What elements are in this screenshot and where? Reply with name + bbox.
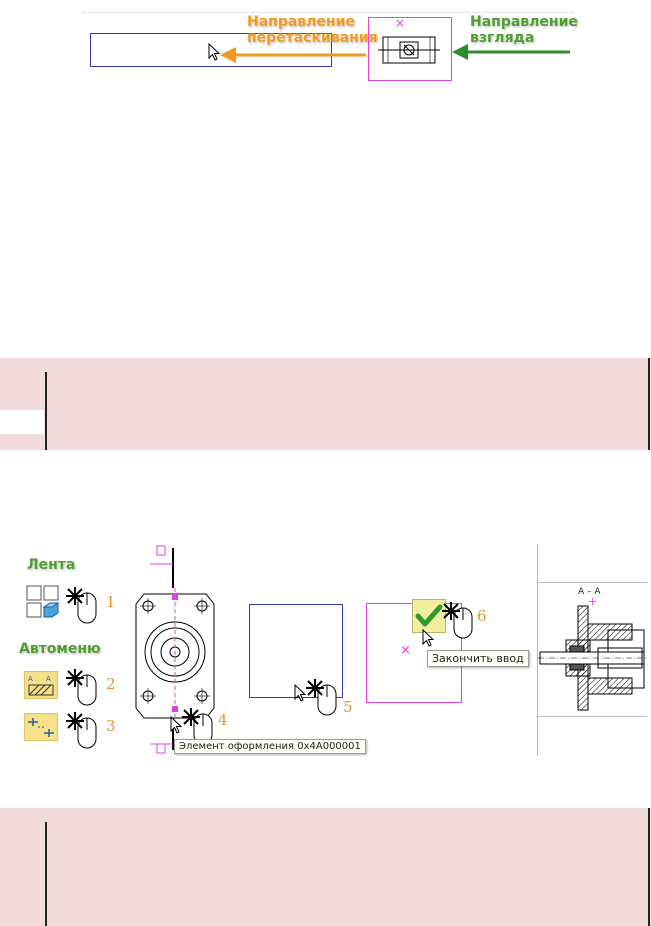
step-number: 5 [343,698,353,716]
drag-direction-arrow [220,47,366,63]
mouse-click-icon [66,669,97,706]
step-number: 4 [218,711,228,729]
section-center-cross: + [588,595,598,608]
view-center-cross: × [395,16,406,30]
automenu-label: Автоменю [19,641,101,657]
view-direction-label: Направление взгляда [470,14,578,46]
view-direction-arrow [452,44,570,60]
cut-line-icon [24,713,58,741]
mouse-click-icon [306,679,337,716]
ribbon-label: Лента [27,557,76,573]
svg-text:A: A [46,675,51,683]
section-view-icon: A A [24,671,58,699]
svg-text:A: A [28,675,33,683]
drag-direction-label: Направление перетаскивания [247,14,378,46]
section-label: A – A [578,587,601,597]
mouse-click-icon [66,712,97,749]
cursor-arrow-icon [294,684,307,702]
view-part-drawing [378,36,440,64]
view-frame [368,17,452,81]
view-center-cross: × [400,643,411,658]
section-panel-top-edge [537,582,647,583]
note-box-2-edge [648,808,650,926]
note-box-2 [0,808,651,926]
cursor-arrow-icon [170,716,183,734]
finish-input-tooltip: Закончить ввод [427,650,529,667]
note-box-1-tab [0,410,44,434]
section-panel-bottom-edge [537,716,647,717]
section-view-drawing [538,605,648,711]
step-number: 2 [106,675,116,693]
note-box-1 [0,358,651,450]
flange-drawing [135,545,215,754]
step-number: 1 [106,593,116,611]
header-rule [82,12,574,13]
mouse-click-icon [442,602,473,639]
step-number: 3 [106,717,116,735]
cursor-arrow-icon [208,43,221,61]
mouse-click-icon [66,587,97,624]
note-box-1-edge [648,358,650,450]
cursor-arrow-icon [422,629,435,647]
checkmark-icon [415,604,443,627]
blue-drag-frame [90,33,332,67]
section-panel-frame [537,544,650,756]
step-number: 6 [477,607,487,625]
mouse-click-icon [182,708,213,745]
note-box-2-divider [45,822,47,926]
note-box-1-divider [45,372,47,450]
view-layout-icon [26,585,60,618]
element-tooltip: Элемент оформления 0x4A000001 [174,739,366,754]
